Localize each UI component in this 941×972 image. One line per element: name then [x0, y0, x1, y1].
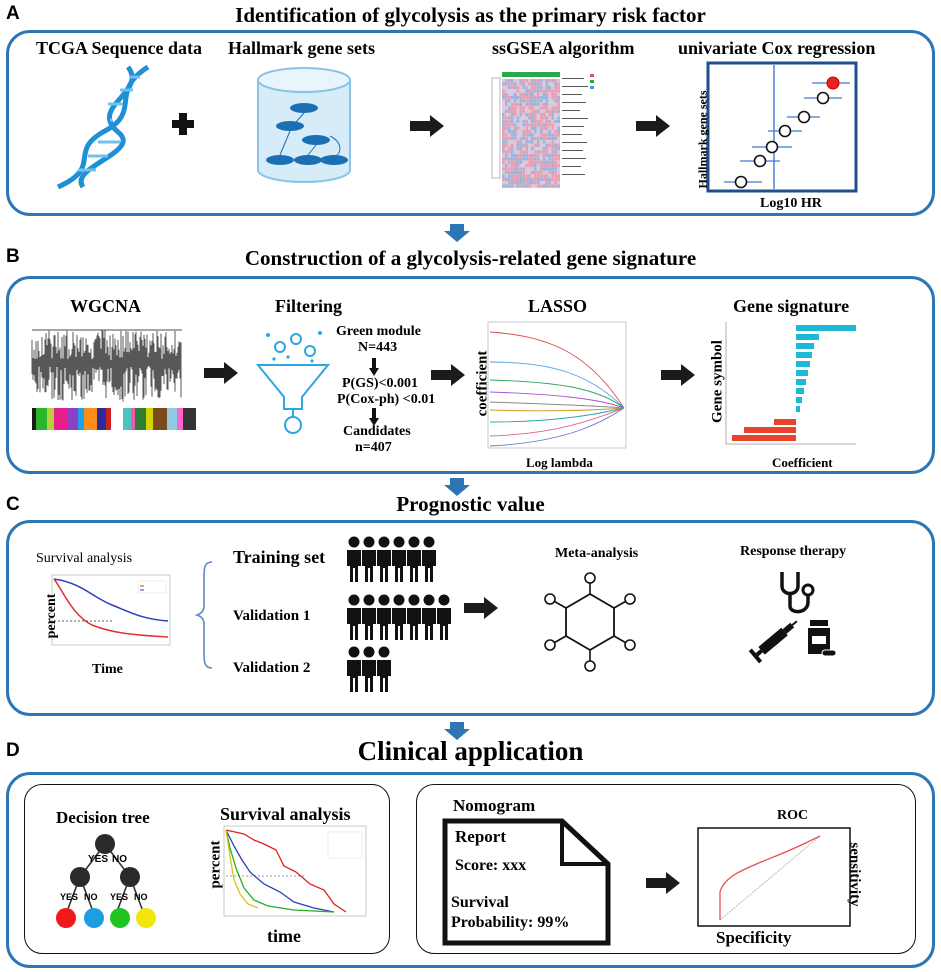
funnel-icon — [255, 331, 331, 434]
filter-step-candidates: Candidates — [343, 424, 411, 439]
cox-forest-plot — [706, 61, 858, 193]
arrow-right-icon — [464, 597, 498, 619]
arrow-right-icon — [646, 872, 680, 894]
ssgsea-label: ssGSEA algorithm — [492, 38, 635, 58]
arrow-right-icon — [410, 115, 444, 137]
gene-signature-bars — [725, 322, 856, 445]
dna-helix-icon — [56, 64, 150, 190]
pill-bottle-icon — [808, 620, 837, 657]
roc-curve-plot — [697, 827, 851, 927]
lasso-x-axis-label: Log lambda — [526, 455, 593, 470]
tree-no-1: NO — [112, 854, 127, 865]
panel-letter-d: D — [6, 740, 20, 761]
database-icon — [257, 67, 351, 183]
validation-1-label: Validation 1 — [233, 608, 311, 624]
down-arrow-icon — [444, 478, 470, 496]
hexagon-network-icon — [544, 572, 636, 672]
filter-step-pgs: P(GS)<0.001 — [342, 376, 419, 391]
panel-b-title: Construction of a glycolysis-related gen… — [244, 246, 697, 270]
down-arrow-icon — [444, 722, 470, 740]
brace-bracket — [194, 561, 213, 669]
cox-x-axis-label: Log10 HR — [760, 196, 822, 211]
survival-x-axis-label-c: Time — [92, 662, 123, 677]
tree-yes-1: YES — [88, 854, 109, 865]
syringe-icon — [748, 620, 798, 664]
lasso-label: LASSO — [528, 296, 588, 316]
arrow-right-icon — [636, 115, 670, 137]
survival-plot-d — [223, 825, 367, 917]
decision-survival-box — [24, 784, 390, 954]
people-group-icon — [347, 594, 451, 640]
down-arrow-icon — [369, 358, 379, 376]
filter-step-n443: N=443 — [358, 340, 398, 355]
survival-label-d: Survival analysis — [220, 804, 351, 824]
people-group-icon — [347, 646, 391, 692]
panel-d-frame — [6, 772, 935, 968]
decision-tree-label: Decision tree — [56, 808, 150, 827]
survival-plot-c — [51, 574, 171, 646]
panel-letter-a: A — [6, 3, 20, 24]
signature-x-axis-label: Coefficient — [772, 455, 833, 470]
people-group-icon — [347, 536, 436, 582]
hallmark-label: Hallmark gene sets — [228, 38, 375, 58]
report-survival-line2: Probability: 99% — [451, 914, 570, 931]
filter-step-pcox: P(Cox-ph) <0.01 — [337, 392, 436, 407]
panel-b-frame — [6, 276, 935, 474]
cox-label: univariate Cox regression — [678, 38, 876, 58]
decision-tree-diagram — [56, 834, 156, 928]
arrow-right-icon — [431, 364, 465, 386]
filtering-label: Filtering — [275, 296, 342, 316]
survival-label-c: Survival analysis — [36, 551, 133, 566]
stethoscope-icon — [780, 572, 815, 614]
validation-2-label: Validation 2 — [233, 660, 311, 676]
panel-d-title: Clinical application — [357, 736, 584, 766]
ssgsea-heatmap — [491, 72, 594, 188]
meta-analysis-label: Meta-analysis — [555, 546, 639, 561]
roc-y-axis-label: sensitivity — [846, 842, 863, 907]
cox-y-axis-label: Hallmark gene sets — [695, 90, 710, 189]
lasso-y-axis-label: coefficient — [474, 350, 491, 417]
panel-c-frame — [6, 520, 935, 716]
survival-y-axis-label-d: percent — [207, 840, 224, 889]
filter-step-green-module: Green module — [336, 324, 421, 339]
signature-label: Gene signature — [733, 296, 850, 316]
down-arrow-icon — [369, 408, 379, 426]
tree-yes-2: YES — [60, 892, 79, 902]
panel-c-title: Prognostic value — [396, 492, 545, 516]
arrow-right-icon — [204, 362, 238, 384]
roc-x-axis-label: Specificity — [716, 928, 792, 947]
tcga-label: TCGA Sequence data — [36, 38, 203, 58]
plus-icon — [172, 113, 194, 135]
lasso-plot — [487, 321, 627, 449]
tree-no-3: NO — [134, 892, 148, 902]
nomogram-label: Nomogram — [453, 796, 536, 815]
arrow-right-icon — [661, 364, 695, 386]
report-title: Report — [455, 827, 506, 846]
tree-yes-3: YES — [110, 892, 129, 902]
wgcna-dendrogram — [31, 329, 196, 430]
down-arrow-icon — [444, 224, 470, 242]
nomogram-roc-box — [416, 784, 916, 954]
report-document-icon — [442, 818, 611, 946]
report-survival-line1: Survival — [451, 894, 509, 911]
roc-label: ROC — [777, 808, 809, 823]
panel-a-frame — [6, 30, 935, 216]
signature-y-axis-label: Gene symbol — [709, 340, 726, 423]
wgcna-label: WGCNA — [70, 296, 141, 316]
report-score: Score: xxx — [455, 857, 527, 874]
survival-y-axis-label-c: percent — [44, 593, 59, 639]
response-therapy-label: Response therapy — [740, 544, 847, 559]
panel-a-title: Identification of glycolysis as the prim… — [235, 3, 706, 27]
training-set-label: Training set — [233, 547, 326, 567]
panel-letter-b: B — [6, 246, 20, 267]
panel-letter-c: C — [6, 494, 20, 515]
tree-no-2: NO — [84, 892, 98, 902]
survival-x-axis-label-d: time — [267, 926, 301, 946]
filter-step-n407: n=407 — [355, 440, 392, 455]
